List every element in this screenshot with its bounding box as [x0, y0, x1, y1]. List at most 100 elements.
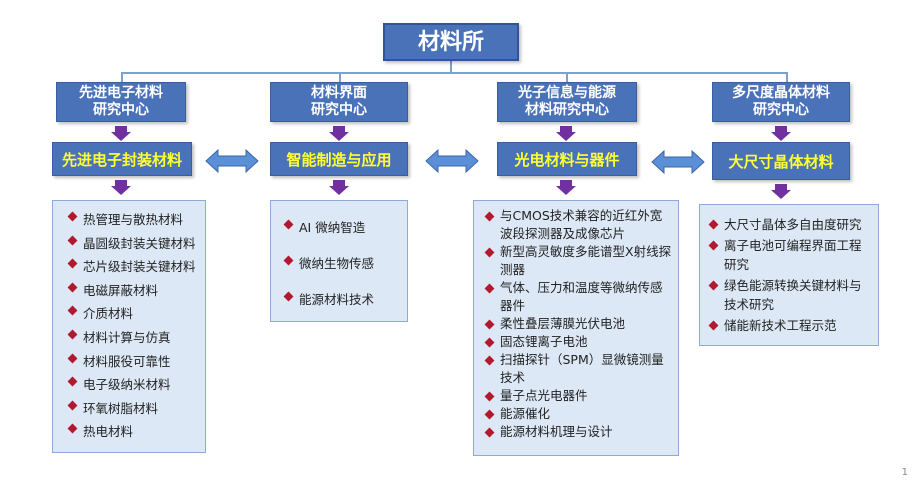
diamond-bullet-icon — [484, 283, 495, 294]
center-node-photonics: 光子信息与能源材料研究中心 — [497, 82, 637, 122]
arrow-down-icon — [771, 132, 791, 141]
list-item: 能源材料机理与设计 — [484, 423, 672, 441]
arrow-down-icon — [115, 180, 127, 186]
focus-node-interface: 智能制造与应用 — [270, 142, 408, 176]
center-title-line2: 研究中心 — [311, 102, 367, 118]
topic-list-interface: AI 微纳智造 微纳生物传感 能源材料技术 — [270, 200, 408, 322]
focus-node-crystal: 大尺寸晶体材料 — [712, 142, 850, 180]
diamond-bullet-icon — [67, 423, 78, 434]
double-arrow-icon — [651, 149, 705, 175]
list-item: 扫描探针（SPM）显微镜测量技术 — [484, 351, 672, 387]
diamond-bullet-icon — [484, 247, 495, 258]
list-item: 介质材料 — [67, 303, 199, 327]
topic-list-electronic: 热管理与散热材料 晶圆级封装关键材料 芯片级封装关键材料 电磁屏蔽材料 介质材料… — [52, 200, 206, 453]
diamond-bullet-icon — [484, 391, 495, 402]
focus-title: 大尺寸晶体材料 — [728, 152, 834, 171]
list-item: 与CMOS技术兼容的近红外宽波段探测器及成像芯片 — [484, 207, 672, 243]
arrow-down-icon — [329, 132, 349, 141]
diamond-bullet-icon — [67, 235, 78, 246]
list-item: 晶圆级封装关键材料 — [67, 233, 199, 257]
center-title-line1: 先进电子材料 — [79, 85, 163, 101]
diamond-bullet-icon — [283, 219, 294, 230]
list-item: 芯片级封装关键材料 — [67, 256, 199, 280]
topic-list-crystal: 大尺寸晶体多自由度研究 离子电池可编程界面工程研究 绿色能源转换关键材料与技术研… — [699, 204, 879, 346]
center-title-line2: 材料研究中心 — [525, 102, 609, 118]
diamond-bullet-icon — [708, 219, 719, 230]
diamond-bullet-icon — [67, 329, 78, 340]
connector-col4 — [786, 72, 788, 82]
connector-col2 — [339, 72, 341, 82]
diamond-bullet-icon — [67, 211, 78, 222]
center-node-interface: 材料界面研究中心 — [270, 82, 408, 122]
list-item: 微纳生物传感 — [283, 253, 403, 289]
list-item: 热电材料 — [67, 421, 199, 445]
center-title-line1: 光子信息与能源 — [518, 85, 616, 101]
diamond-bullet-icon — [67, 376, 78, 387]
list-item: 柔性叠层薄膜光伏电池 — [484, 315, 672, 333]
list-item: 量子点光电器件 — [484, 387, 672, 405]
list-item: 材料服役可靠性 — [67, 351, 199, 375]
list-item: 绿色能源转换关键材料与技术研究 — [708, 276, 872, 314]
arrow-down-icon — [329, 186, 349, 195]
diamond-bullet-icon — [283, 255, 294, 266]
connector-col3 — [566, 72, 568, 82]
list-item: 气体、压力和温度等微纳传感器件 — [484, 279, 672, 315]
center-node-crystal: 多尺度晶体材料研究中心 — [712, 82, 850, 122]
list-item: AI 微纳智造 — [283, 217, 403, 253]
center-title-line1: 材料界面 — [311, 85, 367, 101]
double-arrow-icon — [425, 148, 479, 174]
focus-node-electronic: 先进电子封装材料 — [52, 142, 192, 176]
arrow-down-icon — [111, 132, 131, 141]
list-item: 固态锂离子电池 — [484, 333, 672, 351]
list-item: 储能新技术工程示范 — [708, 316, 872, 335]
arrow-down-icon — [115, 126, 127, 132]
focus-title: 智能制造与应用 — [286, 150, 392, 169]
diamond-bullet-icon — [484, 337, 495, 348]
center-title-line1: 多尺度晶体材料 — [732, 85, 830, 101]
diamond-bullet-icon — [708, 320, 719, 331]
arrow-down-icon — [560, 180, 572, 186]
root-connector-horizontal — [121, 72, 787, 74]
list-item: 环氧树脂材料 — [67, 398, 199, 422]
focus-node-photonics: 光电材料与器件 — [497, 142, 637, 176]
center-node-electronic: 先进电子材料研究中心 — [56, 82, 186, 122]
arrow-down-icon — [560, 126, 572, 132]
page-number: 1 — [901, 467, 908, 478]
focus-title: 光电材料与器件 — [514, 150, 620, 169]
arrow-down-icon — [333, 180, 345, 186]
focus-title: 先进电子封装材料 — [61, 150, 182, 169]
diamond-bullet-icon — [283, 291, 294, 302]
arrow-down-icon — [775, 126, 787, 132]
list-item: 新型高灵敏度多能谱型X射线探测器 — [484, 243, 672, 279]
diamond-bullet-icon — [708, 240, 719, 251]
list-item: 电磁屏蔽材料 — [67, 280, 199, 304]
root-node: 材料所 — [383, 23, 519, 61]
root-connector-vertical — [450, 61, 452, 73]
diamond-bullet-icon — [484, 319, 495, 330]
arrow-down-icon — [771, 190, 791, 199]
arrow-down-icon — [111, 186, 131, 195]
list-item: 大尺寸晶体多自由度研究 — [708, 215, 872, 234]
arrow-down-icon — [556, 186, 576, 195]
root-title: 材料所 — [417, 30, 484, 55]
arrow-down-icon — [333, 126, 345, 132]
list-item: 热管理与散热材料 — [67, 209, 199, 233]
diamond-bullet-icon — [484, 211, 495, 222]
double-arrow-icon — [205, 148, 259, 174]
diamond-bullet-icon — [484, 409, 495, 420]
connector-col1 — [121, 72, 123, 82]
diamond-bullet-icon — [67, 282, 78, 293]
list-item: 能源催化 — [484, 405, 672, 423]
list-item: 材料计算与仿真 — [67, 327, 199, 351]
diamond-bullet-icon — [708, 280, 719, 291]
diamond-bullet-icon — [67, 400, 78, 411]
diamond-bullet-icon — [484, 427, 495, 438]
center-title-line2: 研究中心 — [753, 102, 809, 118]
topic-list-photonics: 与CMOS技术兼容的近红外宽波段探测器及成像芯片 新型高灵敏度多能谱型X射线探测… — [473, 200, 679, 456]
diamond-bullet-icon — [484, 355, 495, 366]
diamond-bullet-icon — [67, 258, 78, 269]
center-title-line2: 研究中心 — [93, 102, 149, 118]
list-item: 能源材料技术 — [283, 289, 403, 325]
arrow-down-icon — [556, 132, 576, 141]
diamond-bullet-icon — [67, 305, 78, 316]
